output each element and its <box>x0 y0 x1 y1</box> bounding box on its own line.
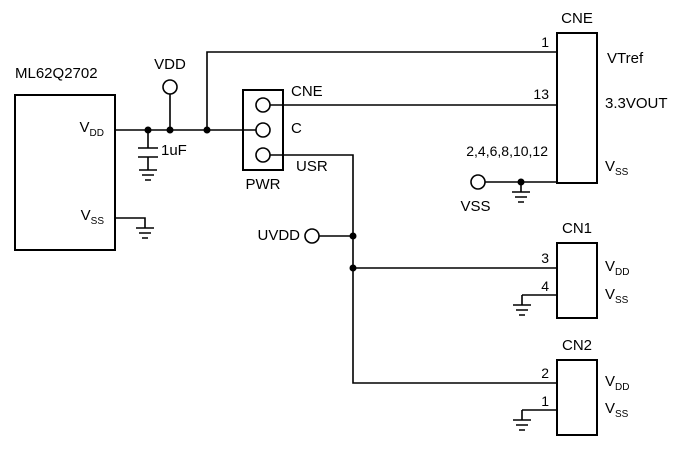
ground-chip-vss-icon <box>115 217 154 239</box>
vss-terminal-icon <box>470 174 486 190</box>
chip-box <box>14 94 116 251</box>
uvdd-terminal-icon <box>304 228 320 244</box>
pwr-pin-c-icon <box>255 122 271 138</box>
cne-connector-box <box>556 32 598 184</box>
pwr-pin-cne-icon <box>255 97 271 113</box>
cne-vss-pin-numbers: 2,4,6,8,10,12 <box>466 143 548 159</box>
cne-vss-pin-name: VSS <box>605 158 629 178</box>
cn2-pin1-number: 1 <box>541 393 549 409</box>
ground-capacitor-icon <box>139 169 157 181</box>
junction-dot <box>144 126 152 134</box>
pwr-pin-cne-label: CNE <box>291 83 323 100</box>
wire-to-cne-pin1 <box>206 51 557 130</box>
cn1-pin4-number: 4 <box>541 278 549 294</box>
uvdd-net-label: UVDD <box>257 227 300 244</box>
cn1-title: CN1 <box>561 220 592 237</box>
terminal-circles <box>162 79 486 244</box>
cn2-title: CN2 <box>561 337 592 354</box>
junction-dot <box>349 264 357 272</box>
capacitor-value-label: 1uF <box>161 142 187 159</box>
ground-cn2-icon <box>513 409 557 431</box>
chip-pin-vss-label: VSS <box>80 207 104 227</box>
cn2-connector-box <box>556 359 598 436</box>
cn2-pin2-number: 2 <box>541 365 549 381</box>
vdd-net-label: VDD <box>154 56 186 73</box>
cne-pin1-name: VTref <box>607 50 644 67</box>
pwr-pin-c-label: C <box>291 120 302 137</box>
ground-cn1-icon <box>513 294 557 316</box>
capacitor-symbol <box>138 130 158 170</box>
wire-usr-bus <box>270 154 557 384</box>
cn1-connector-box <box>556 242 598 319</box>
cn1-vss-pin-name: VSS <box>605 286 629 306</box>
wires <box>115 51 557 431</box>
pwr-header-title: PWR <box>245 176 281 193</box>
vss-net-label: VSS <box>460 198 491 215</box>
cn2-vss-pin-name: VSS <box>605 400 629 420</box>
pwr-pin-usr-label: USR <box>296 158 328 175</box>
cn1-pin3-number: 3 <box>541 250 549 266</box>
cn1-vdd-pin-name: VDD <box>605 258 630 278</box>
junction-dot <box>166 126 174 134</box>
junction-dot <box>349 232 357 240</box>
junction-dot <box>517 178 525 186</box>
vdd-terminal-icon <box>162 79 178 95</box>
cne-pin13-name: 3.3VOUT <box>605 95 668 112</box>
chip-pin-vdd-label: VDD <box>79 119 104 139</box>
ground-cne-vss-icon <box>512 182 530 203</box>
pwr-pin-usr-icon <box>255 147 271 163</box>
cn2-vdd-pin-name: VDD <box>605 373 630 393</box>
cne-title: CNE <box>561 10 593 27</box>
chip-title: ML62Q2702 <box>15 65 98 82</box>
cne-pin1-number: 1 <box>541 34 549 50</box>
junction-dot <box>203 126 211 134</box>
component-boxes <box>14 32 598 436</box>
junction-dots <box>144 126 525 272</box>
cne-pin13-number: 13 <box>533 86 549 102</box>
